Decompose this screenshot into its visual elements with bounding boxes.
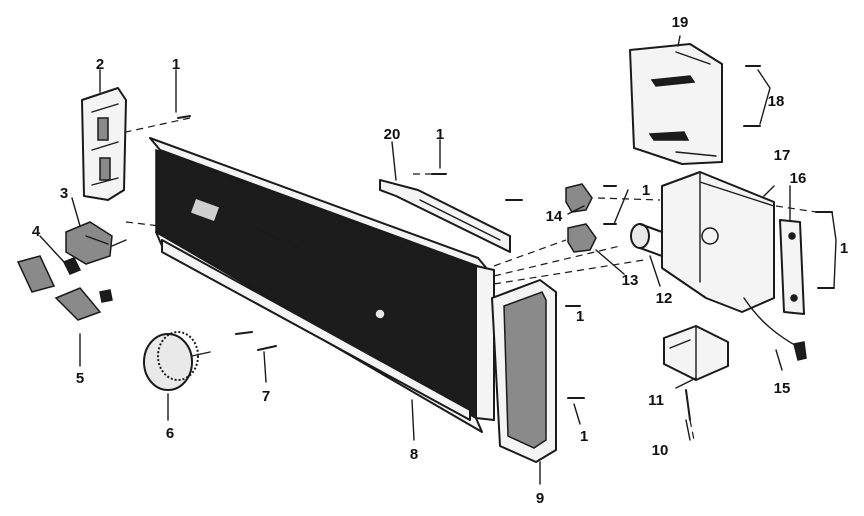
callout-10: 10 <box>652 442 669 459</box>
part-6-knob <box>143 331 211 391</box>
part-13-clip <box>567 223 597 253</box>
callout-20: 20 <box>384 126 401 143</box>
callout-1b: 1 <box>580 428 588 445</box>
part-3-switch <box>65 221 127 265</box>
screws <box>177 65 835 399</box>
callout-16: 16 <box>790 170 807 187</box>
part-14-clip <box>565 183 593 213</box>
callout-1d: 1 <box>840 240 848 257</box>
part-4-clip <box>62 257 82 275</box>
part-8-trim <box>161 239 471 421</box>
assembly-lines <box>125 117 817 285</box>
callout-1e: 1 <box>436 126 444 143</box>
callout-1: 1 <box>172 56 180 73</box>
part-5-strips <box>16 255 113 321</box>
callout-1f: 1 <box>576 308 584 325</box>
callout-7: 7 <box>262 388 270 405</box>
part-17-timer-housing <box>661 171 775 313</box>
callout-4: 4 <box>32 223 41 240</box>
part-20-bracket <box>379 179 511 253</box>
callout-19: 19 <box>672 14 689 31</box>
callout-11: 11 <box>648 392 664 409</box>
part-2-bracket <box>81 87 127 201</box>
callout-1c: 1 <box>642 182 650 199</box>
main-control-panel <box>149 137 495 433</box>
callout-14: 14 <box>546 208 563 225</box>
callout-6: 6 <box>166 425 174 442</box>
leader-lines <box>39 35 837 485</box>
callout-8: 8 <box>410 446 418 463</box>
part-10-pin <box>685 389 695 441</box>
callout-17: 17 <box>774 147 791 164</box>
callout-2: 2 <box>96 56 104 73</box>
callout-18: 18 <box>768 93 785 110</box>
part-12-cylinder <box>630 223 663 257</box>
callout-5: 5 <box>76 370 84 387</box>
callouts: 1 2 3 4 5 6 7 8 9 1 10 11 12 13 14 1 15 … <box>32 14 848 507</box>
callout-9: 9 <box>536 490 544 507</box>
callout-12: 12 <box>656 290 673 307</box>
part-11-terminal-block <box>663 325 729 381</box>
callout-3: 3 <box>60 185 68 202</box>
callout-15: 15 <box>774 380 791 397</box>
part-19-cover <box>629 43 723 165</box>
callout-13: 13 <box>622 272 639 289</box>
part-15-wire <box>743 297 807 361</box>
part-9-filter-panel <box>491 279 557 463</box>
part-16-plate <box>779 219 805 315</box>
